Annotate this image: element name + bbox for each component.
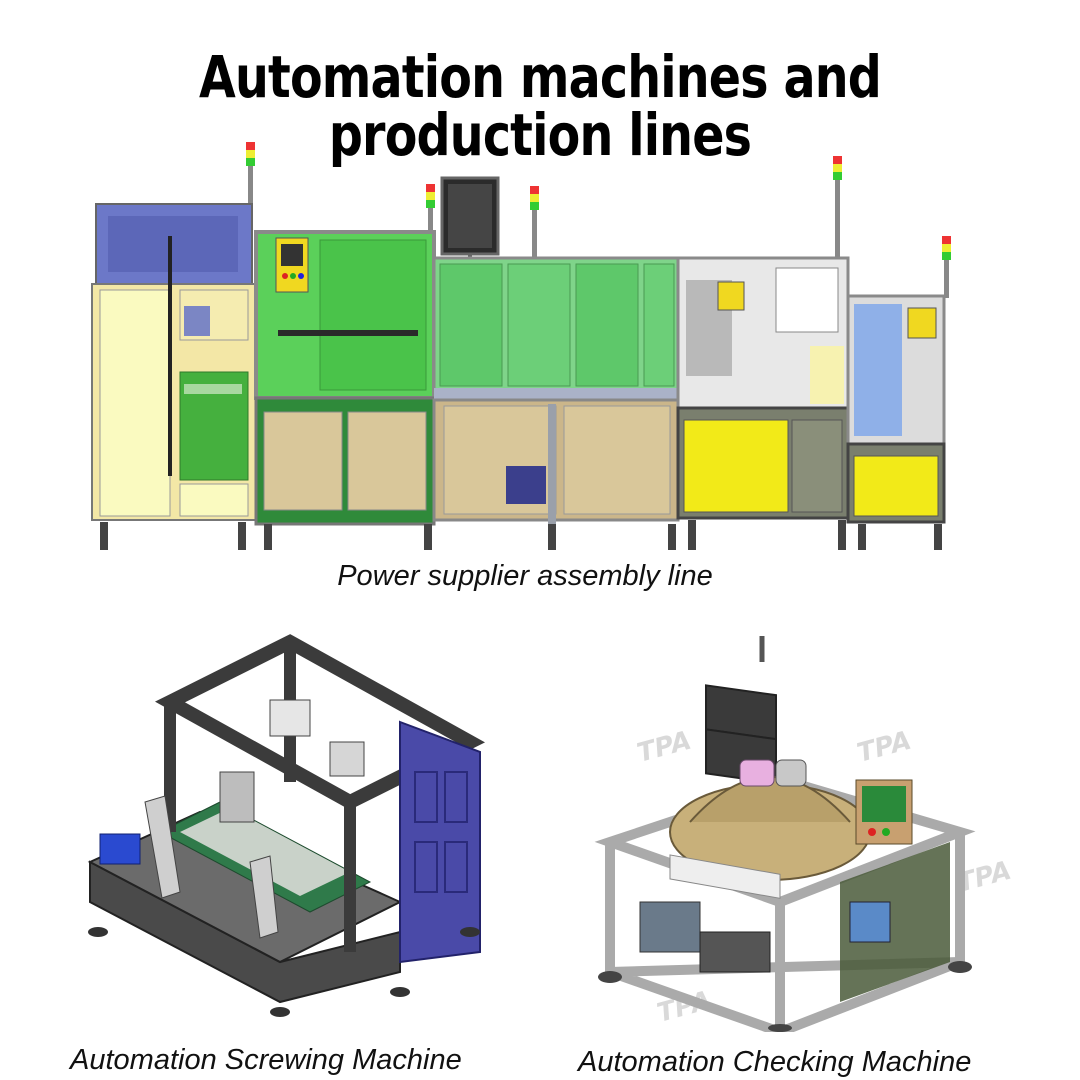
monitor-icon bbox=[440, 176, 500, 262]
caption-screwing-machine: Automation Screwing Machine bbox=[70, 1044, 462, 1076]
signal-tower-icon bbox=[942, 236, 951, 298]
control-panel-icon bbox=[855, 779, 913, 845]
signal-tower-icon bbox=[426, 184, 435, 234]
assembly-line-illustration bbox=[91, 142, 951, 550]
signal-tower-icon bbox=[833, 156, 842, 258]
svg-text:TPA: TPA bbox=[634, 726, 694, 769]
screwing-machine-illustration bbox=[87, 634, 486, 1017]
caption-checking-machine: Automation Checking Machine bbox=[578, 1046, 972, 1078]
signal-tower-icon bbox=[530, 186, 539, 258]
page-title: Automation machines and production lines bbox=[199, 43, 882, 169]
control-panel-icon bbox=[275, 237, 309, 293]
signal-tower-icon bbox=[246, 142, 255, 204]
svg-text:TPA: TPA bbox=[854, 726, 914, 769]
checking-machine-illustration: TPA TPA TPA TPA bbox=[594, 636, 1014, 1032]
caption-assembly-line: Power supplier assembly line bbox=[337, 560, 713, 592]
